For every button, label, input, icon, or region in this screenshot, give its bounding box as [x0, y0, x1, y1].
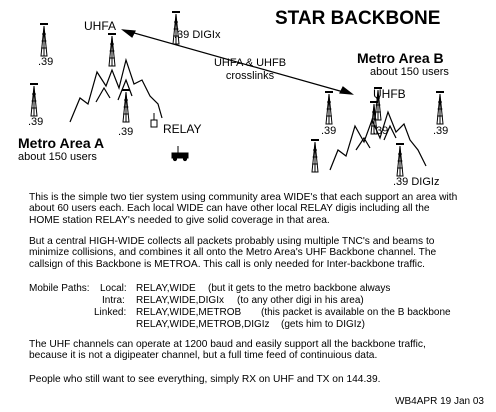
paragraph-uhf-channels: The UHF channels can operate at 1200 bau…	[29, 339, 489, 362]
text-line: minimize collisions, and combines it all…	[29, 247, 437, 259]
mobile-intra-path: RELAY,WIDE,DIGIx	[136, 295, 224, 306]
label-relay: RELAY	[163, 122, 202, 136]
page-title: STAR BACKBONE	[275, 8, 441, 29]
tower-b-lower-left-icon	[310, 139, 320, 173]
label-crosslinks-line1: UHFA & UHFB	[213, 57, 287, 69]
paragraph-two-tier: This is the simple two tier system using…	[29, 192, 489, 226]
tower-left-mid-icon	[29, 83, 39, 117]
author-signature: WB4APR 19 Jan 03	[395, 396, 484, 407]
tower-b-right-icon	[435, 91, 445, 125]
text-line: But a central HIGH-WIDE collects all pac…	[29, 236, 435, 247]
mountains-area-a	[69, 57, 163, 123]
label-b-39-mid: .39	[373, 125, 389, 137]
label-digi-z: .39 DIGIz	[393, 176, 440, 188]
mobile-local-path: RELAY,WIDE	[136, 283, 196, 294]
label-metro-b-users: about 150 users	[370, 66, 449, 78]
text-line: because it is not a digipeater channel, …	[29, 350, 378, 362]
mobile-intra-label: Intra:	[102, 295, 125, 306]
mobile-linked-path2: RELAY,WIDE,METROB,DIGIz	[136, 319, 270, 330]
tower-left-low-icon	[121, 89, 131, 123]
mobile-linked-label: Linked:	[94, 307, 127, 318]
text-line: This is the simple two tier system using…	[29, 192, 458, 203]
mountains-area-b	[329, 110, 427, 171]
star-backbone-diagram	[29, 11, 445, 177]
label-left-39-low: .39	[118, 126, 134, 138]
label-metro-a-title: Metro Area A	[18, 135, 105, 151]
label-left-39-top: .39	[38, 56, 54, 68]
label-b-39-right: .39	[433, 125, 449, 137]
mobile-paths-heading: Mobile Paths:	[29, 283, 90, 294]
text-line: HOME station RELAY's needed to give soli…	[29, 214, 330, 226]
tower-left-top-icon	[39, 23, 49, 57]
paragraph-high-wide: But a central HIGH-WIDE collects all pac…	[29, 236, 489, 270]
label-b-39-left: .39	[321, 125, 337, 137]
mobile-linked-note2: (gets him to DIGIz)	[281, 319, 365, 330]
tower-digi-z-icon	[395, 143, 405, 177]
relay-house-icon	[150, 113, 158, 128]
text-line: about 60 users each. Each local WIDE can…	[29, 203, 430, 215]
label-metro-b-title: Metro Area B	[357, 50, 444, 66]
label-crosslinks-line2: crosslinks	[225, 70, 275, 82]
tower-uhfa-icon	[107, 33, 117, 67]
text-line: callsign of this Backbone is METROA. Thi…	[29, 258, 425, 270]
label-metro-a-users: about 150 users	[18, 151, 97, 163]
label-digi-x: .39 DIGIx	[174, 29, 221, 41]
label-left-39-mid: .39	[28, 116, 44, 128]
mobile-linked-path1: RELAY,WIDE,METROB	[136, 307, 242, 318]
mobile-local-label: Local:	[100, 283, 127, 294]
mobile-car-icon	[171, 146, 189, 162]
mobile-linked-note1: (this packet is available on the B backb…	[261, 307, 451, 318]
text-line: The UHF channels can operate at 1200 bau…	[29, 339, 426, 350]
label-uhfb: UHFB	[373, 87, 406, 101]
tower-b-left-icon	[324, 91, 334, 125]
mobile-local-note: (but it gets to the metro backbone alway…	[208, 283, 391, 294]
label-crosslinks: UHFA & UHFB crosslinks	[208, 57, 292, 83]
crosslink-arrow	[121, 29, 354, 95]
paragraph-rx-tx: People who still want to see everything,…	[29, 374, 381, 385]
mobile-intra-note: (to any other digi in his area)	[237, 295, 364, 306]
label-uhfa: UHFA	[84, 19, 117, 33]
